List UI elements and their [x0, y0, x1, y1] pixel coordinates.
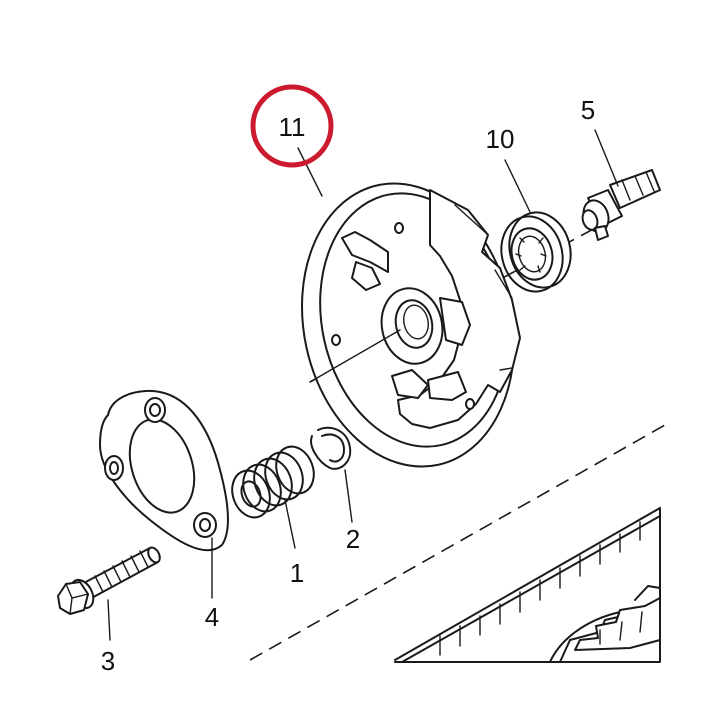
callout-10: 10: [486, 124, 515, 154]
part-11-pressure-plate: [301, 182, 521, 468]
part-5-shaft: [581, 169, 661, 241]
leader-lines: [107, 129, 619, 641]
callout-5: 5: [581, 95, 595, 125]
callout-3: 3: [101, 646, 115, 676]
callout-4: 4: [205, 602, 219, 632]
clutch-basket: [394, 507, 661, 663]
part-3-bolt: [57, 546, 161, 615]
part-10-bearing: [500, 211, 572, 293]
part-1-spring: [231, 445, 315, 519]
part-2-ring: [310, 426, 352, 470]
callout-1: 1: [290, 558, 304, 588]
callout-11: 11: [279, 112, 306, 142]
highlight-circle: [250, 84, 334, 168]
part-4-plate: [99, 389, 229, 552]
callout-2: 2: [346, 524, 360, 554]
